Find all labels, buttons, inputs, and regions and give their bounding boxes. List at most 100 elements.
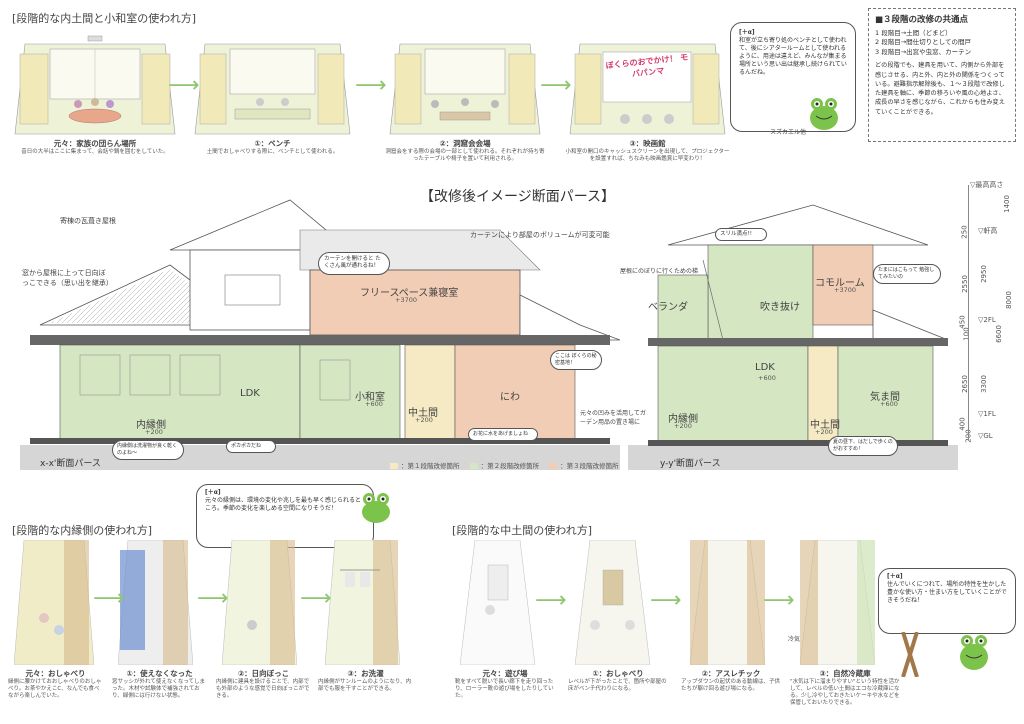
dim-value: 2950	[979, 265, 988, 283]
room-ldk-yy: LDK	[755, 362, 775, 373]
step-title: 元々：家族の団らん場所	[53, 139, 137, 148]
step-title: ①：使えなくなった	[126, 669, 193, 678]
frog-icon	[960, 635, 988, 670]
dim-eave: ▽軒高	[978, 227, 998, 235]
doma-step-caption: ①：おしゃべり レベルが下がったことで、箇所や部屋の床がベンチ代わりになる。	[568, 668, 668, 693]
room-free-space: フリースペース兼寝室	[360, 288, 459, 299]
arrow-right-icon: ⟶	[650, 588, 682, 613]
dim-value: 1400	[1002, 195, 1011, 213]
bubble-text: 和室が立ち寄り処のベンチとして使われて、後にシアタールームとして使われるように、…	[739, 37, 847, 77]
bubble-tag: [＋α]	[739, 29, 755, 36]
ladder-note: 屋根にのぼりに行くための梯	[620, 268, 699, 275]
doma-step-caption: ③：自然冷蔵庫 "水気は下に溜まりやすい"という特性を活かして、レベルの低い土間…	[790, 668, 900, 708]
top-step-caption: ②：洞窟会会場 洞窟会をする際の会場の一部として使われる。それぞれが持ち寄ったテ…	[385, 138, 545, 163]
study-bubble: たまにはこもって 勉強してみたいの	[873, 264, 941, 284]
room-washitsu: 小和室	[355, 392, 385, 403]
arrow-right-icon: ⟶	[197, 586, 229, 611]
engawa-sketch-2	[222, 540, 297, 665]
doma-step-caption: ②：アスレチック アップダウンの起伏のある動線は、子供たちが駆け回る遊び場になる…	[681, 668, 781, 693]
step-title: ②：洞窟会会場	[439, 139, 491, 148]
arrow-right-icon: ⟶	[168, 73, 200, 98]
common-item: 3 段階目→出窓や虫窓、カーテン	[875, 47, 972, 56]
theater-sketch	[569, 43, 726, 135]
room-fukinuke: 吹き抜け	[760, 302, 800, 313]
engawa-step-caption: 元々：おしゃべり 縁側に腰かけておおしゃべりのおしゃべり。お茶やかえこC、なんで…	[8, 668, 103, 700]
step-text: 昔日の大半はここに集まって、会話や鍋を囲むをしていた。	[21, 149, 169, 155]
arrow-right-icon: ⟶	[355, 73, 387, 98]
arrow-right-icon: ⟶	[540, 73, 572, 98]
top-step-caption: 元々：家族の団らん場所 昔日の大半はここに集まって、会話や鍋を囲むをしていた。	[10, 138, 180, 156]
legend-swatch	[390, 463, 398, 469]
yy-label: y-y'断面パース	[660, 459, 721, 469]
speech-bubble: [＋α] 和室が立ち寄り処のベンチとして使われて、後にシアタールームとして使われ…	[730, 22, 856, 132]
dim-value: 100	[962, 327, 971, 341]
legend-item: ：第３段階改修箇所	[560, 462, 619, 470]
summer-bubble: 夏の昼下、はだしで歩くのがおすすめ！	[828, 436, 898, 456]
room-veranda: ベランダ	[648, 302, 688, 313]
room-doma-yy: 中土間	[810, 420, 840, 431]
step-text: 縁側に腰かけておおしゃべりのおしゃべり。お茶やかえこC、なんでも食べながら楽しん…	[8, 679, 102, 700]
legend: ：第１段階改修箇所 ：第２段階改修箇所 ：第３段階改修箇所	[390, 460, 619, 470]
arrow-right-icon: ⟶	[300, 586, 332, 611]
frog-icon	[810, 98, 838, 130]
doma-title: [段階的な中土間の使われ方]	[452, 524, 593, 537]
bench-leg-icon	[901, 632, 919, 677]
roof-note: 寄棟の瓦葺き屋根	[60, 217, 116, 225]
step-text: 内縁側に建具を設けることで、内部でも外部のような感覚で日向ぼっこができる。	[216, 679, 310, 700]
pokapoka-bubble: ポカポカだね	[226, 440, 276, 453]
step-title: 元々：おしゃべり	[25, 669, 86, 678]
curtain-note: カーテンにより部屋のボリュームが可変可能	[470, 231, 610, 239]
xx-label: x-x'断面パース	[40, 459, 101, 469]
dim-value: 3300	[979, 375, 988, 393]
arrow-right-icon: ⟶	[93, 586, 125, 611]
room-engawa-yy: 内縁側	[668, 414, 698, 425]
bubble-text: 元々の縁側は、環境の変化や兆しを最も早く感じられるところ。季節の変化を楽しめる空…	[205, 497, 362, 513]
room-ldk: LDK	[240, 388, 260, 399]
top-step-caption: ①：ベンチ 土間でおしゃべりする際に、ベンチとして使われる。	[190, 138, 355, 156]
step-text: 小和室の開口のキャッシュスクリーンを出現して、プロジェクターを設置すれば、ちなみ…	[565, 149, 730, 163]
step-title: ①：おしゃべり	[592, 669, 644, 678]
doma-bubble-box: [＋α] 住んでいくにつれて、場所の特性を生かした豊かな使い方・住まい方をしてい…	[878, 568, 1016, 634]
dim-2fl: ▽2FL	[978, 316, 996, 324]
arrow-right-icon: ⟶	[763, 588, 795, 613]
bubble-tag: [＋α]	[205, 489, 221, 496]
engawa-title: [段階的な内縁側の使われ方]	[12, 524, 153, 537]
step-text: 内縁側がサンルームのようになり、内部でも服を干すことができる。	[318, 679, 412, 693]
step-text: "水気は下に溜まりやすい"という特性を活かして、レベルの低い土間はエコな冷蔵庫に…	[790, 679, 900, 707]
engawa-bubble-box: [＋α] 元々の縁側は、環境の変化や兆しを最も早く感じられるところ。季節の変化を…	[196, 484, 374, 548]
dim-value: 6600	[994, 325, 1003, 343]
room-komo: コモルーム	[815, 278, 865, 289]
common-title: ■３段階の改修の共通点	[875, 15, 969, 25]
garden-note: 元々の凹みを活用してガーデン用品の置き場に	[580, 410, 646, 426]
doma-sketch-0	[460, 540, 535, 665]
room-kimama: 気ま間	[870, 392, 900, 403]
party-sketch	[389, 43, 541, 135]
cold-air-label: 冷気	[788, 636, 801, 643]
frog-caption: スズカエル他	[770, 129, 807, 136]
step-title: ①：ベンチ	[254, 139, 291, 148]
top-section-title: [段階的な内土間と小和室の使われ方]	[12, 12, 197, 25]
dim-max: ▽最高高さ	[970, 181, 1004, 189]
center-title: 【改修後イメージ断面パース】	[420, 189, 616, 205]
bench-sketch	[194, 43, 351, 135]
room-engawa: 内縁側	[136, 420, 166, 431]
doma-sketch-1	[575, 540, 650, 665]
dim-gl: ▽GL	[978, 432, 993, 440]
room-doma: 中土間	[408, 408, 438, 419]
dim-1fl: ▽1FL	[978, 410, 996, 418]
engawa-sketch-3	[325, 540, 400, 665]
room-level: +200	[145, 428, 163, 436]
legend-item: ：第２段階改修箇所	[480, 462, 540, 470]
room-level: +200	[415, 416, 433, 424]
doma-sketch-2	[690, 540, 765, 665]
engawa-step-caption: ②：日向ぼっこ 内縁側に建具を設けることで、内部でも外部のような感覚で日向ぼっこ…	[216, 668, 311, 700]
step-title: ③：映画館	[629, 139, 666, 148]
room-level: +3700	[834, 286, 856, 294]
room-level: +3700	[395, 296, 417, 304]
kids-bubble: ここは ぼくらの秘密基地！	[550, 350, 602, 370]
common-points-box: ■３段階の改修の共通点 1 段階目→土間（どまど） 2 段階目→間仕切りとしての…	[868, 8, 1016, 142]
step-title: 元々：遊び場	[482, 669, 528, 678]
doma-step-caption: 元々：遊び場 靴をすべて脱いで長い廊下を走り回ったり、ローラー靴の遊び場をしたり…	[455, 668, 555, 700]
room-level: +600	[880, 400, 898, 408]
arrow-right-icon: ⟶	[535, 588, 567, 613]
